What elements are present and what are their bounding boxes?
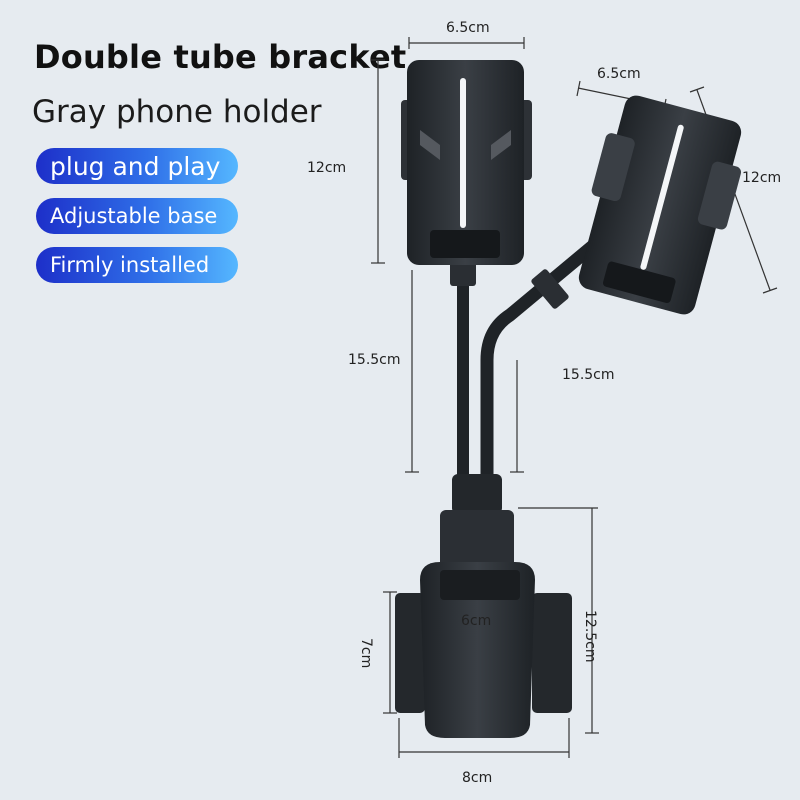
dim-base-width: 8cm [462,770,493,786]
feature-badge-firmly-installed: Firmly installed [36,247,238,283]
dim-cup-inner: 6cm [461,613,492,629]
dim-left-tube: 15.5cm [348,352,401,368]
tube-right [480,235,605,485]
dim-cup-side: 7cm [358,638,374,669]
phone-holder-left [401,60,532,265]
dim-base-height: 12.5cm [582,610,598,663]
dim-right-height: 12cm [742,170,782,186]
tube-left [450,262,476,484]
feature-badge-adjustable-base: Adjustable base [36,198,238,234]
cup-base [395,474,572,738]
dim-right-width: 6.5cm [597,66,641,82]
dim-left-height: 12cm [307,160,347,176]
dim-left-width: 6.5cm [446,20,490,36]
phone-holder-right [578,95,742,315]
feature-badge-plug-and-play: plug and play [36,148,238,184]
page-title: Double tube bracket [34,38,407,76]
page-subtitle: Gray phone holder [32,94,322,130]
dim-right-tube: 15.5cm [562,367,615,383]
tube-joint [531,269,569,309]
